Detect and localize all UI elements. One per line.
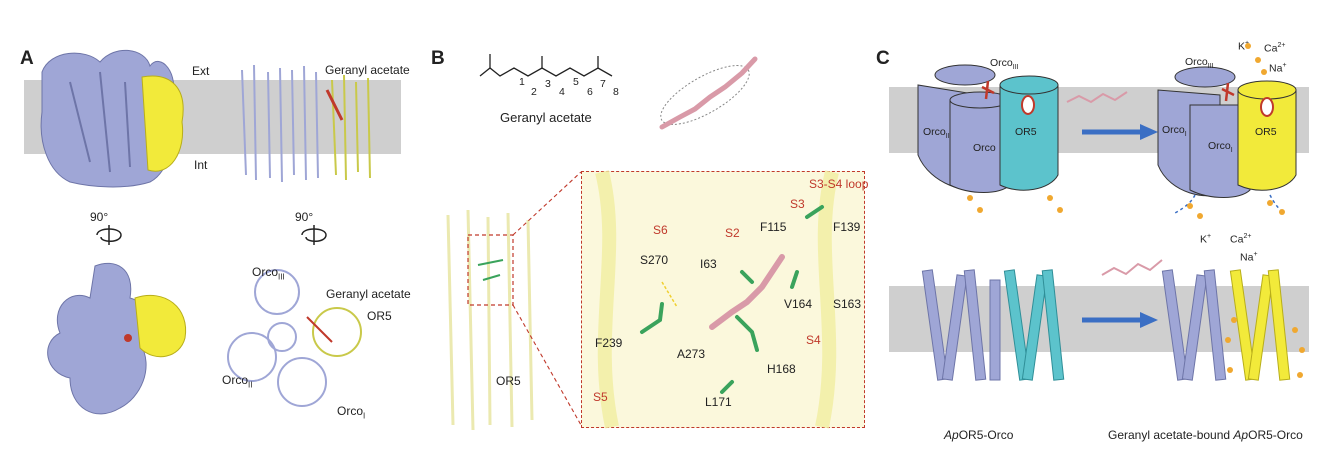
orco-ii-label-a: OrcoII [222, 373, 253, 390]
binding-pocket-zoom-box [581, 170, 865, 429]
geranyl-acetate-structure [479, 54, 613, 77]
orco-i-label-a: OrcoI [337, 404, 366, 421]
residue-h168: H168 [767, 362, 796, 376]
helix-s6-label: S6 [653, 223, 668, 237]
rotation-arrow-icon-left [96, 225, 122, 245]
panel-c-letter: C [876, 48, 890, 69]
or5-label-b: OR5 [496, 374, 521, 388]
ligand-density-mesh [659, 56, 758, 130]
residue-s163: S163 [833, 297, 862, 311]
ligand-molecules-bottom [1101, 259, 1163, 276]
apo-orco-ii-label: OrcoII [923, 126, 950, 141]
ion-na-bottom: Na+ [1240, 251, 1258, 264]
ion-dots-left [967, 195, 1063, 213]
ion-ca-top: Ca2+ [1264, 42, 1286, 55]
atom-2: 2 [531, 86, 537, 98]
apo-or5-label: OR5 [1015, 126, 1037, 138]
residue-i63: I63 [700, 257, 717, 271]
orco-iii-label-a: OrcoIII [252, 265, 285, 282]
residue-f115: F115 [760, 220, 787, 234]
ribbon-model-side-view [241, 64, 371, 183]
ion-dots-top [1187, 43, 1285, 219]
ion-na-top: Na+ [1269, 62, 1287, 75]
bound-orco-iii-label: OrcoIII [1185, 56, 1214, 71]
transition-arrow-top-icon [1082, 124, 1158, 140]
geranyl-acetate-label-bottom: Geranyl acetate [326, 287, 411, 301]
panel-a-letter: A [20, 48, 34, 69]
or5-label-a: OR5 [367, 309, 392, 323]
bound-cylinder-model [1157, 66, 1297, 214]
caption-bound: Geranyl acetate-bound ApOR5-Orco [1108, 428, 1303, 442]
ribbon-model-top-view [227, 269, 362, 407]
ion-ca-bottom: Ca2+ [1230, 233, 1252, 246]
ion-k-bottom: K+ [1200, 233, 1212, 246]
atom-3: 3 [545, 78, 551, 90]
residue-l171: L171 [705, 395, 732, 409]
atom-5: 5 [573, 76, 579, 88]
ext-label: Ext [192, 64, 210, 78]
apo-helix-schematic [921, 269, 1065, 381]
rotation-arrow-icon-right [301, 225, 327, 245]
int-label: Int [194, 158, 208, 172]
atom-8: 8 [613, 86, 619, 98]
helix-s4-label: S4 [806, 333, 821, 347]
transition-arrow-bottom-icon [1082, 312, 1158, 328]
density-map-top-view [47, 262, 187, 415]
ligand-molecules-top [1066, 91, 1128, 104]
residue-f239: F239 [595, 336, 623, 350]
helix-s5-label: S5 [593, 390, 608, 404]
binding-pocket-scene [595, 170, 839, 429]
helix-s2-label: S2 [725, 226, 740, 240]
residue-v164: V164 [784, 297, 813, 311]
bound-orco-i-label: OrcoI [1162, 124, 1187, 139]
molecule-name-label: Geranyl acetate [500, 110, 592, 125]
helix-s3-label: S3 [790, 197, 805, 211]
bound-orco-i-label-2: OrcoI [1208, 140, 1233, 155]
atom-4: 4 [559, 86, 565, 98]
zoom-connector-lines [512, 171, 582, 426]
geranyl-acetate-label-top: Geranyl acetate [325, 63, 410, 77]
panel-b-letter: B [431, 48, 445, 69]
density-map-side-view [40, 49, 184, 188]
rotation-label-right: 90° [295, 210, 314, 224]
or5-faint-ribbon [446, 209, 534, 431]
bound-or5-label: OR5 [1255, 126, 1277, 138]
apo-cylinder-model [917, 64, 1059, 193]
atom-6: 6 [587, 86, 593, 98]
rotation-label-left: 90° [90, 210, 109, 224]
bound-helix-schematic [1161, 269, 1305, 381]
residue-f139: F139 [833, 220, 861, 234]
apo-orco-label: Orco [973, 142, 996, 154]
atom-7: 7 [600, 78, 606, 90]
helix-s3-s4-loop-label: S3-S4 loop [809, 177, 869, 191]
apo-orco-iii-label: OrcoIII [990, 57, 1019, 72]
residue-s270: S270 [640, 253, 669, 267]
atom-1: 1 [519, 76, 525, 88]
caption-apo: ApOR5-Orco [944, 428, 1014, 442]
residue-a273: A273 [677, 347, 706, 361]
